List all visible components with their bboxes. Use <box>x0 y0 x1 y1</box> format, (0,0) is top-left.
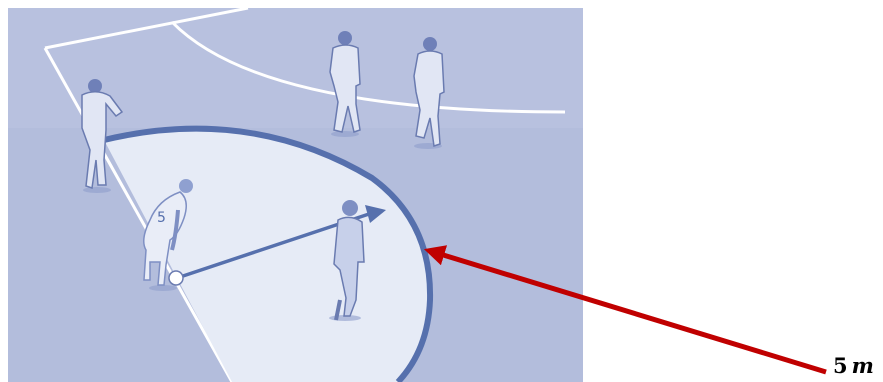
distance-unit: m <box>852 353 874 378</box>
svg-text:5: 5 <box>157 210 166 226</box>
ball <box>169 271 183 285</box>
distance-value: 5 <box>833 353 848 378</box>
